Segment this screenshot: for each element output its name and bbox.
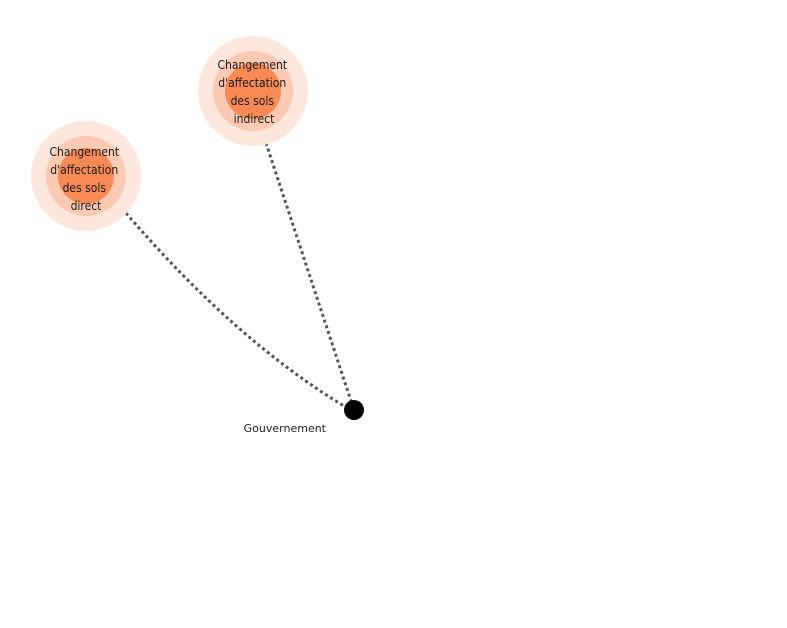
node-direct-label-line: direct <box>71 199 102 213</box>
node-indirect-label-line: indirect <box>234 112 275 126</box>
node-indirect-label-line: Changement <box>217 58 287 72</box>
node-indirect-label-line: des sols <box>231 94 275 108</box>
link-indirect-to-government <box>264 142 353 402</box>
node-government-label: Gouvernement <box>244 422 327 435</box>
node-government[interactable]: Gouvernement <box>244 400 364 435</box>
node-indirect-core <box>225 63 281 119</box>
node-indirect-label: Changement d'affectation des sols indire… <box>217 58 290 126</box>
node-indirect-label-line: d'affectation <box>218 76 286 90</box>
node-direct-label-line: d'affectation <box>50 163 118 177</box>
node-direct-core <box>58 148 114 204</box>
node-government-dot <box>344 400 364 420</box>
node-direct-label-line: des sols <box>63 181 107 195</box>
link-direct-to-government <box>124 212 345 408</box>
node-direct-land-use-change[interactable]: Changement d'affectation des sols direct <box>31 121 141 231</box>
node-direct-label-line: Changement <box>49 145 119 159</box>
node-indirect-land-use-change[interactable]: Changement d'affectation des sols indire… <box>198 36 308 146</box>
node-direct-label: Changement d'affectation des sols direct <box>49 145 122 213</box>
